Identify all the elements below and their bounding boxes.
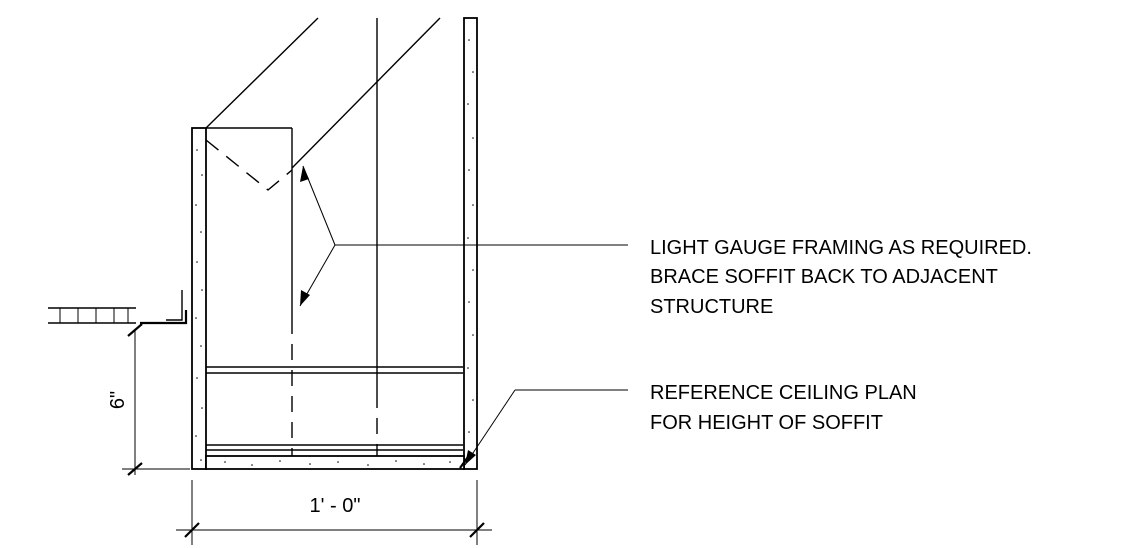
ceiling-note-line1: REFERENCE CEILING PLAN: [650, 382, 917, 404]
vertical-gypsum-board: [191, 127, 207, 470]
soffit-bottom-gypsum-board: [205, 455, 465, 470]
vertical-dimension: [122, 323, 190, 476]
ceiling-leader: [464, 389, 628, 466]
angle-return: [166, 290, 183, 321]
vertical-dimension-label: 6": [107, 391, 129, 409]
wall-angle-trim: [140, 310, 188, 325]
framing-note-line1: LIGHT GAUGE FRAMING AS REQUIRED.: [650, 237, 1032, 259]
adjacent-ceiling-panel: [48, 307, 136, 324]
framing-note-line3: STRUCTURE: [650, 296, 773, 318]
light-gauge-framing: [205, 17, 441, 458]
framing-leader: [299, 165, 628, 307]
gypsum-hatch: [195, 39, 474, 466]
ceiling-channels: [206, 366, 463, 451]
back-gypsum-board: [463, 17, 478, 470]
framing-note-line2: BRACE SOFFIT BACK TO ADJACENT: [650, 266, 998, 288]
horizontal-dimension: [176, 480, 492, 545]
ceiling-note-line2: FOR HEIGHT OF SOFFIT: [650, 412, 883, 434]
horizontal-dimension-label: 1' - 0": [310, 495, 361, 517]
